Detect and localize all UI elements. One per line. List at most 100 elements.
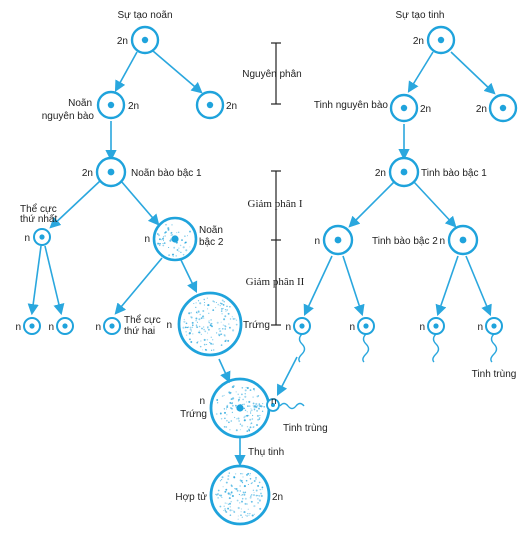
cell-egg <box>177 291 243 357</box>
speckle-dot <box>246 426 249 428</box>
arrow-secondary-to-polar-body-2 <box>114 257 163 315</box>
speckle-dot <box>156 233 159 235</box>
speckle-dot <box>228 323 230 325</box>
stage-brackets <box>271 42 281 326</box>
speckle-dot <box>217 303 220 306</box>
speckle-dot <box>182 246 185 249</box>
speckle-dot <box>183 318 185 320</box>
label-2n-spermatogonium-right: 2n <box>476 104 487 115</box>
speckle-dot <box>227 492 230 495</box>
speckle-dot <box>226 502 228 504</box>
label-primary-oocyte: Noãn bào bậc 1 <box>131 168 202 179</box>
speckle-dot <box>232 397 235 400</box>
speckle-dot <box>246 515 248 517</box>
speckle-dot <box>249 418 252 421</box>
speckle-dot <box>158 238 161 241</box>
speckle-dot <box>226 414 228 416</box>
speckle-dot <box>170 231 173 234</box>
label-n-sperm-head: n <box>271 396 277 407</box>
speckle-dot <box>229 401 232 404</box>
speckle-dot <box>184 235 186 237</box>
speckle-dot <box>246 411 248 413</box>
speckle-dot <box>189 230 191 233</box>
speckle-dot <box>255 478 257 481</box>
speckle-dot <box>227 339 230 342</box>
speckle-dot <box>259 404 261 407</box>
speckle-dot <box>247 483 249 486</box>
speckle-dot <box>156 242 159 245</box>
speckle-dot <box>225 511 228 513</box>
speckle-dot <box>248 429 251 432</box>
speckle-dot <box>235 488 238 490</box>
speckle-dot <box>220 310 223 312</box>
speckle-dot <box>188 338 191 341</box>
speckle-dot <box>238 420 240 422</box>
speckle-dot <box>211 325 213 328</box>
speckle-dot <box>199 302 202 305</box>
speckle-dot <box>218 328 220 330</box>
label-fertilizing-sperm: Tinh trùng <box>283 423 328 434</box>
speckle-dot <box>220 478 223 481</box>
speckle-dot <box>203 328 205 331</box>
speckle-dot <box>235 429 238 432</box>
speckle-dot <box>201 327 203 330</box>
speckle-dot <box>227 507 230 510</box>
speckle-dot <box>246 503 248 505</box>
speckle-dot <box>257 395 259 397</box>
speckle-dot <box>192 333 194 335</box>
speckle-dot <box>198 311 200 313</box>
speckle-dot <box>220 417 223 420</box>
speckle-dot <box>195 306 197 309</box>
speckle-dot <box>238 396 241 399</box>
speckle-dot <box>164 232 166 234</box>
speckle-dot <box>258 481 261 484</box>
label-egg-fertilization: Trứng <box>180 409 207 420</box>
speckle-dot <box>251 514 254 517</box>
speckle-dot <box>231 408 233 410</box>
speckle-dot <box>244 491 246 494</box>
speckle-dot <box>250 412 252 414</box>
speckle-dot <box>227 478 230 481</box>
label-secondary-oocyte-line2: bậc 2 <box>199 237 224 248</box>
speckle-dot <box>203 338 206 341</box>
speckle-dot <box>225 426 228 428</box>
cell-secondary-spermatocyte-left <box>322 224 354 256</box>
speckle-dot <box>164 235 166 237</box>
speckle-dot <box>230 485 233 488</box>
label-second-polar-body-line1: Thể cực <box>124 314 161 326</box>
speckle-dot <box>220 307 223 310</box>
speckle-dot <box>232 404 234 407</box>
speckle-dot <box>195 311 198 314</box>
speckle-dot <box>244 409 247 412</box>
speckle-dot <box>243 485 246 488</box>
speckle-dot <box>191 321 194 324</box>
speckle-dot <box>163 242 166 244</box>
speckle-dot <box>244 502 247 505</box>
cell-polar-body-b <box>56 317 74 335</box>
speckle-dot <box>253 409 256 411</box>
speckle-dot <box>240 481 242 483</box>
speckle-dot <box>223 334 226 336</box>
speckle-dot <box>200 317 203 320</box>
stage-mitosis: Nguyên phân <box>242 69 302 80</box>
label-zygote: Hợp tử <box>175 491 207 503</box>
speckle-dot <box>237 393 239 396</box>
stage-meiosis-2: Giảm phân II <box>246 276 305 288</box>
label-n-secondary-spermatocyte-left: n <box>314 236 320 247</box>
speckle-dot <box>216 399 219 401</box>
speckle-dot <box>232 329 235 332</box>
speckle-dot <box>235 319 238 321</box>
speckle-dot <box>244 497 247 500</box>
speckle-dot <box>250 407 252 410</box>
speckle-dot <box>252 402 255 405</box>
speckle-dot <box>210 342 213 345</box>
label-n-first-polar-body: n <box>24 233 30 244</box>
sperm-tail-b <box>362 333 370 363</box>
speckle-dot <box>242 398 244 401</box>
speckle-dot <box>224 417 226 420</box>
speckle-dot <box>176 249 179 251</box>
speckle-dot <box>258 403 261 405</box>
speckle-dot <box>164 231 167 234</box>
speckle-dot <box>245 514 247 516</box>
speckle-dot <box>234 416 236 419</box>
